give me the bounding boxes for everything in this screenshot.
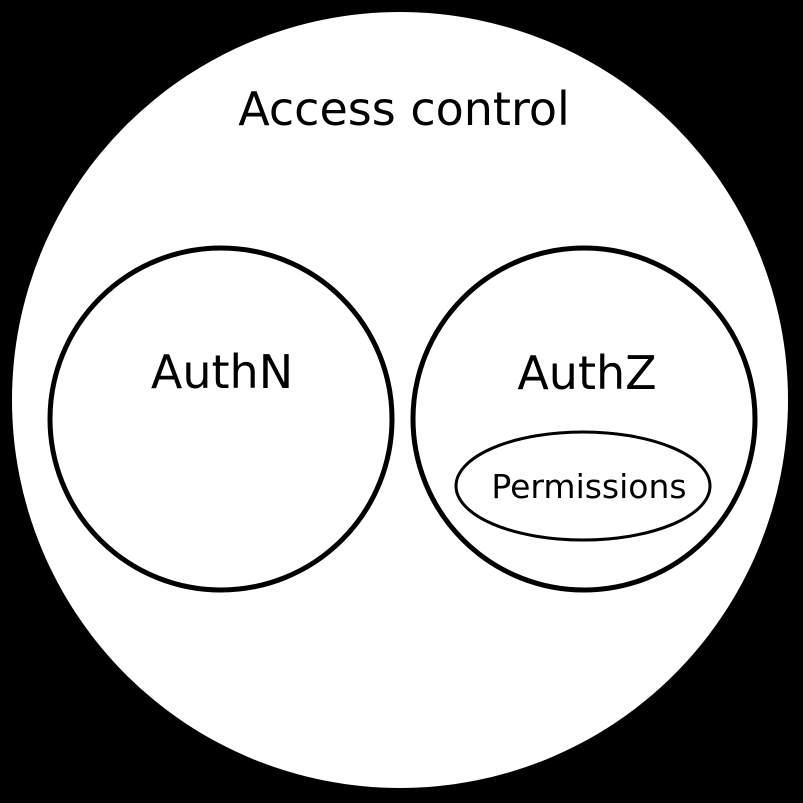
permissions-ellipse — [454, 430, 712, 542]
authn-label: AuthN — [151, 345, 293, 399]
permissions-label: Permissions — [491, 467, 686, 506]
access-control-ellipse — [12, 12, 788, 788]
access-control-label: Access control — [238, 82, 570, 136]
authn-circle — [47, 245, 395, 593]
authz-circle — [410, 245, 758, 593]
authz-label: AuthZ — [517, 346, 656, 400]
